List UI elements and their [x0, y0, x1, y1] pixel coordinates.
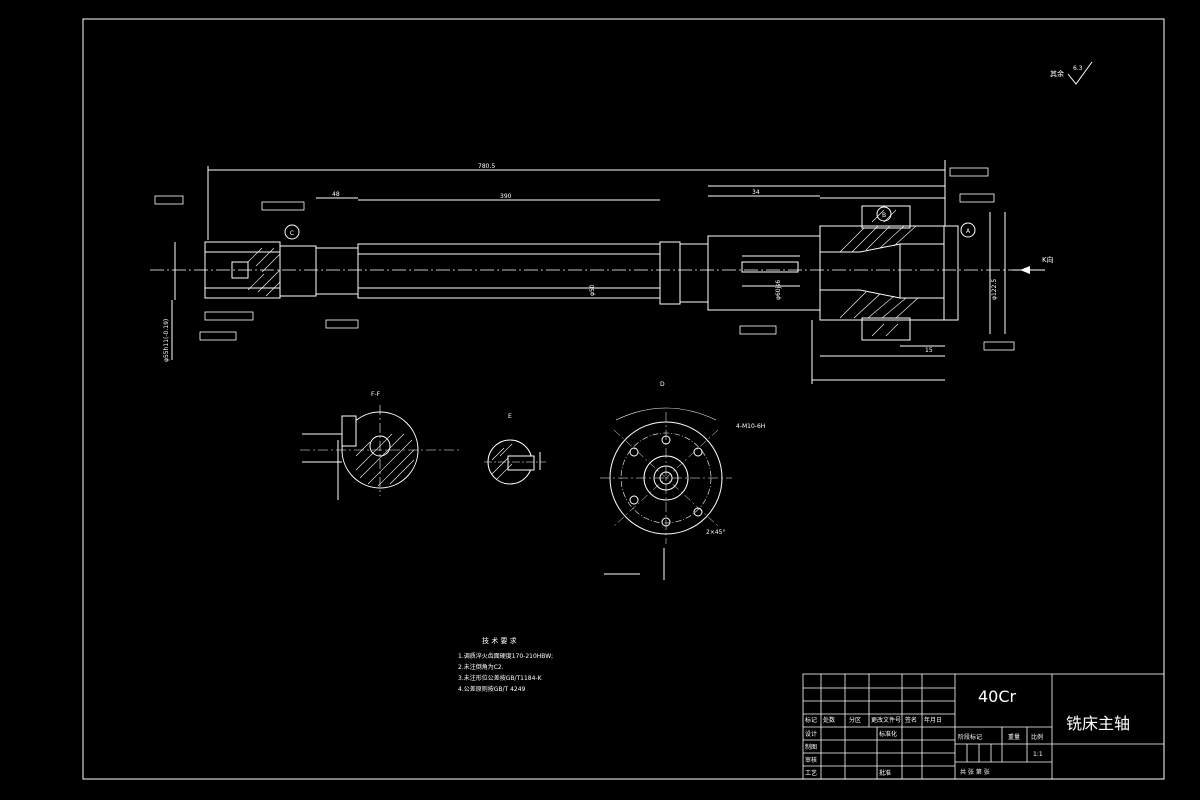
dim-left-dia: φ55h11(-0.19) [163, 319, 170, 362]
tech-req-item-1: 1.调质淬火齿面硬度170-210HBW; [458, 652, 553, 660]
datum-markers: C B A [284, 206, 976, 240]
dim-34: 34 [752, 189, 760, 196]
view-arrow-icon [1020, 266, 1030, 274]
tb-approve: 批准 [879, 769, 891, 777]
tb-scale: 比例 [1031, 733, 1043, 741]
tech-req-item-4: 4.公差原则按GB/T 4249 [458, 685, 526, 693]
dim-60-dia: φ60js6 [775, 280, 782, 300]
tb-row-check: 审核 [805, 756, 817, 764]
material-label: 40Cr [978, 687, 1017, 706]
tech-req-item-3: 3.未注形位公差按GB/T1184-K [458, 674, 543, 682]
tb-row-draw: 制图 [805, 743, 817, 751]
shaft-main-view [150, 160, 1045, 384]
tb-row-process: 工艺 [805, 769, 817, 777]
tb-header-6: 年月日 [924, 716, 942, 724]
section-view-f: F-F [300, 391, 462, 500]
part-name: 铣床主轴 [1066, 714, 1130, 733]
tb-header-2: 处数 [823, 716, 835, 724]
tb-header-5: 签名 [905, 716, 917, 724]
datum-a-label: A [966, 228, 971, 235]
tb-row-design: 设计 [805, 730, 817, 738]
tb-sheets: 共 张 第 张 [960, 768, 990, 776]
dim-total-length: 780.5 [478, 163, 495, 170]
tb-header-3: 分区 [849, 716, 861, 724]
tech-req-title: 技 术 要 求 [482, 636, 517, 645]
datum-b-label: B [882, 212, 886, 219]
tech-req-item-2: 2.未注倒角为C2. [458, 663, 504, 671]
drawing-border [82, 18, 1165, 780]
section-d-label: D [660, 381, 665, 388]
roughness-note: 其余 [1050, 69, 1064, 78]
dim-right-dia: φ122.5 [991, 279, 998, 300]
tb-scale-value: 1:1 [1033, 751, 1043, 758]
tb-standardize: 标准化 [879, 730, 897, 738]
section-e-label: E [508, 413, 512, 420]
flange-k-view: D [600, 381, 732, 580]
dim-mid-dia: φ50 [589, 284, 596, 296]
tb-weight: 重量 [1008, 733, 1020, 741]
view-k-label: K向 [1042, 255, 1054, 264]
roughness-value: 6.3 [1073, 65, 1083, 72]
dim-48: 48 [332, 191, 340, 198]
tb-header-1: 标记 [805, 716, 817, 724]
roughness-icon [1067, 61, 1093, 85]
dim-15: 15 [925, 347, 933, 354]
title-block [802, 673, 1165, 780]
tb-stage-mark: 阶段标记 [958, 733, 982, 741]
chamfer-note: 2×45° [706, 529, 725, 536]
tb-header-4: 更改文件号 [871, 716, 901, 724]
section-f-label: F-F [371, 391, 381, 398]
dim-390: 390 [500, 193, 512, 200]
holes-note: 4-M10-6H [736, 423, 765, 430]
datum-c-label: C [290, 230, 294, 237]
section-view-e: E [484, 413, 546, 485]
tolerance-frames [154, 167, 1015, 351]
